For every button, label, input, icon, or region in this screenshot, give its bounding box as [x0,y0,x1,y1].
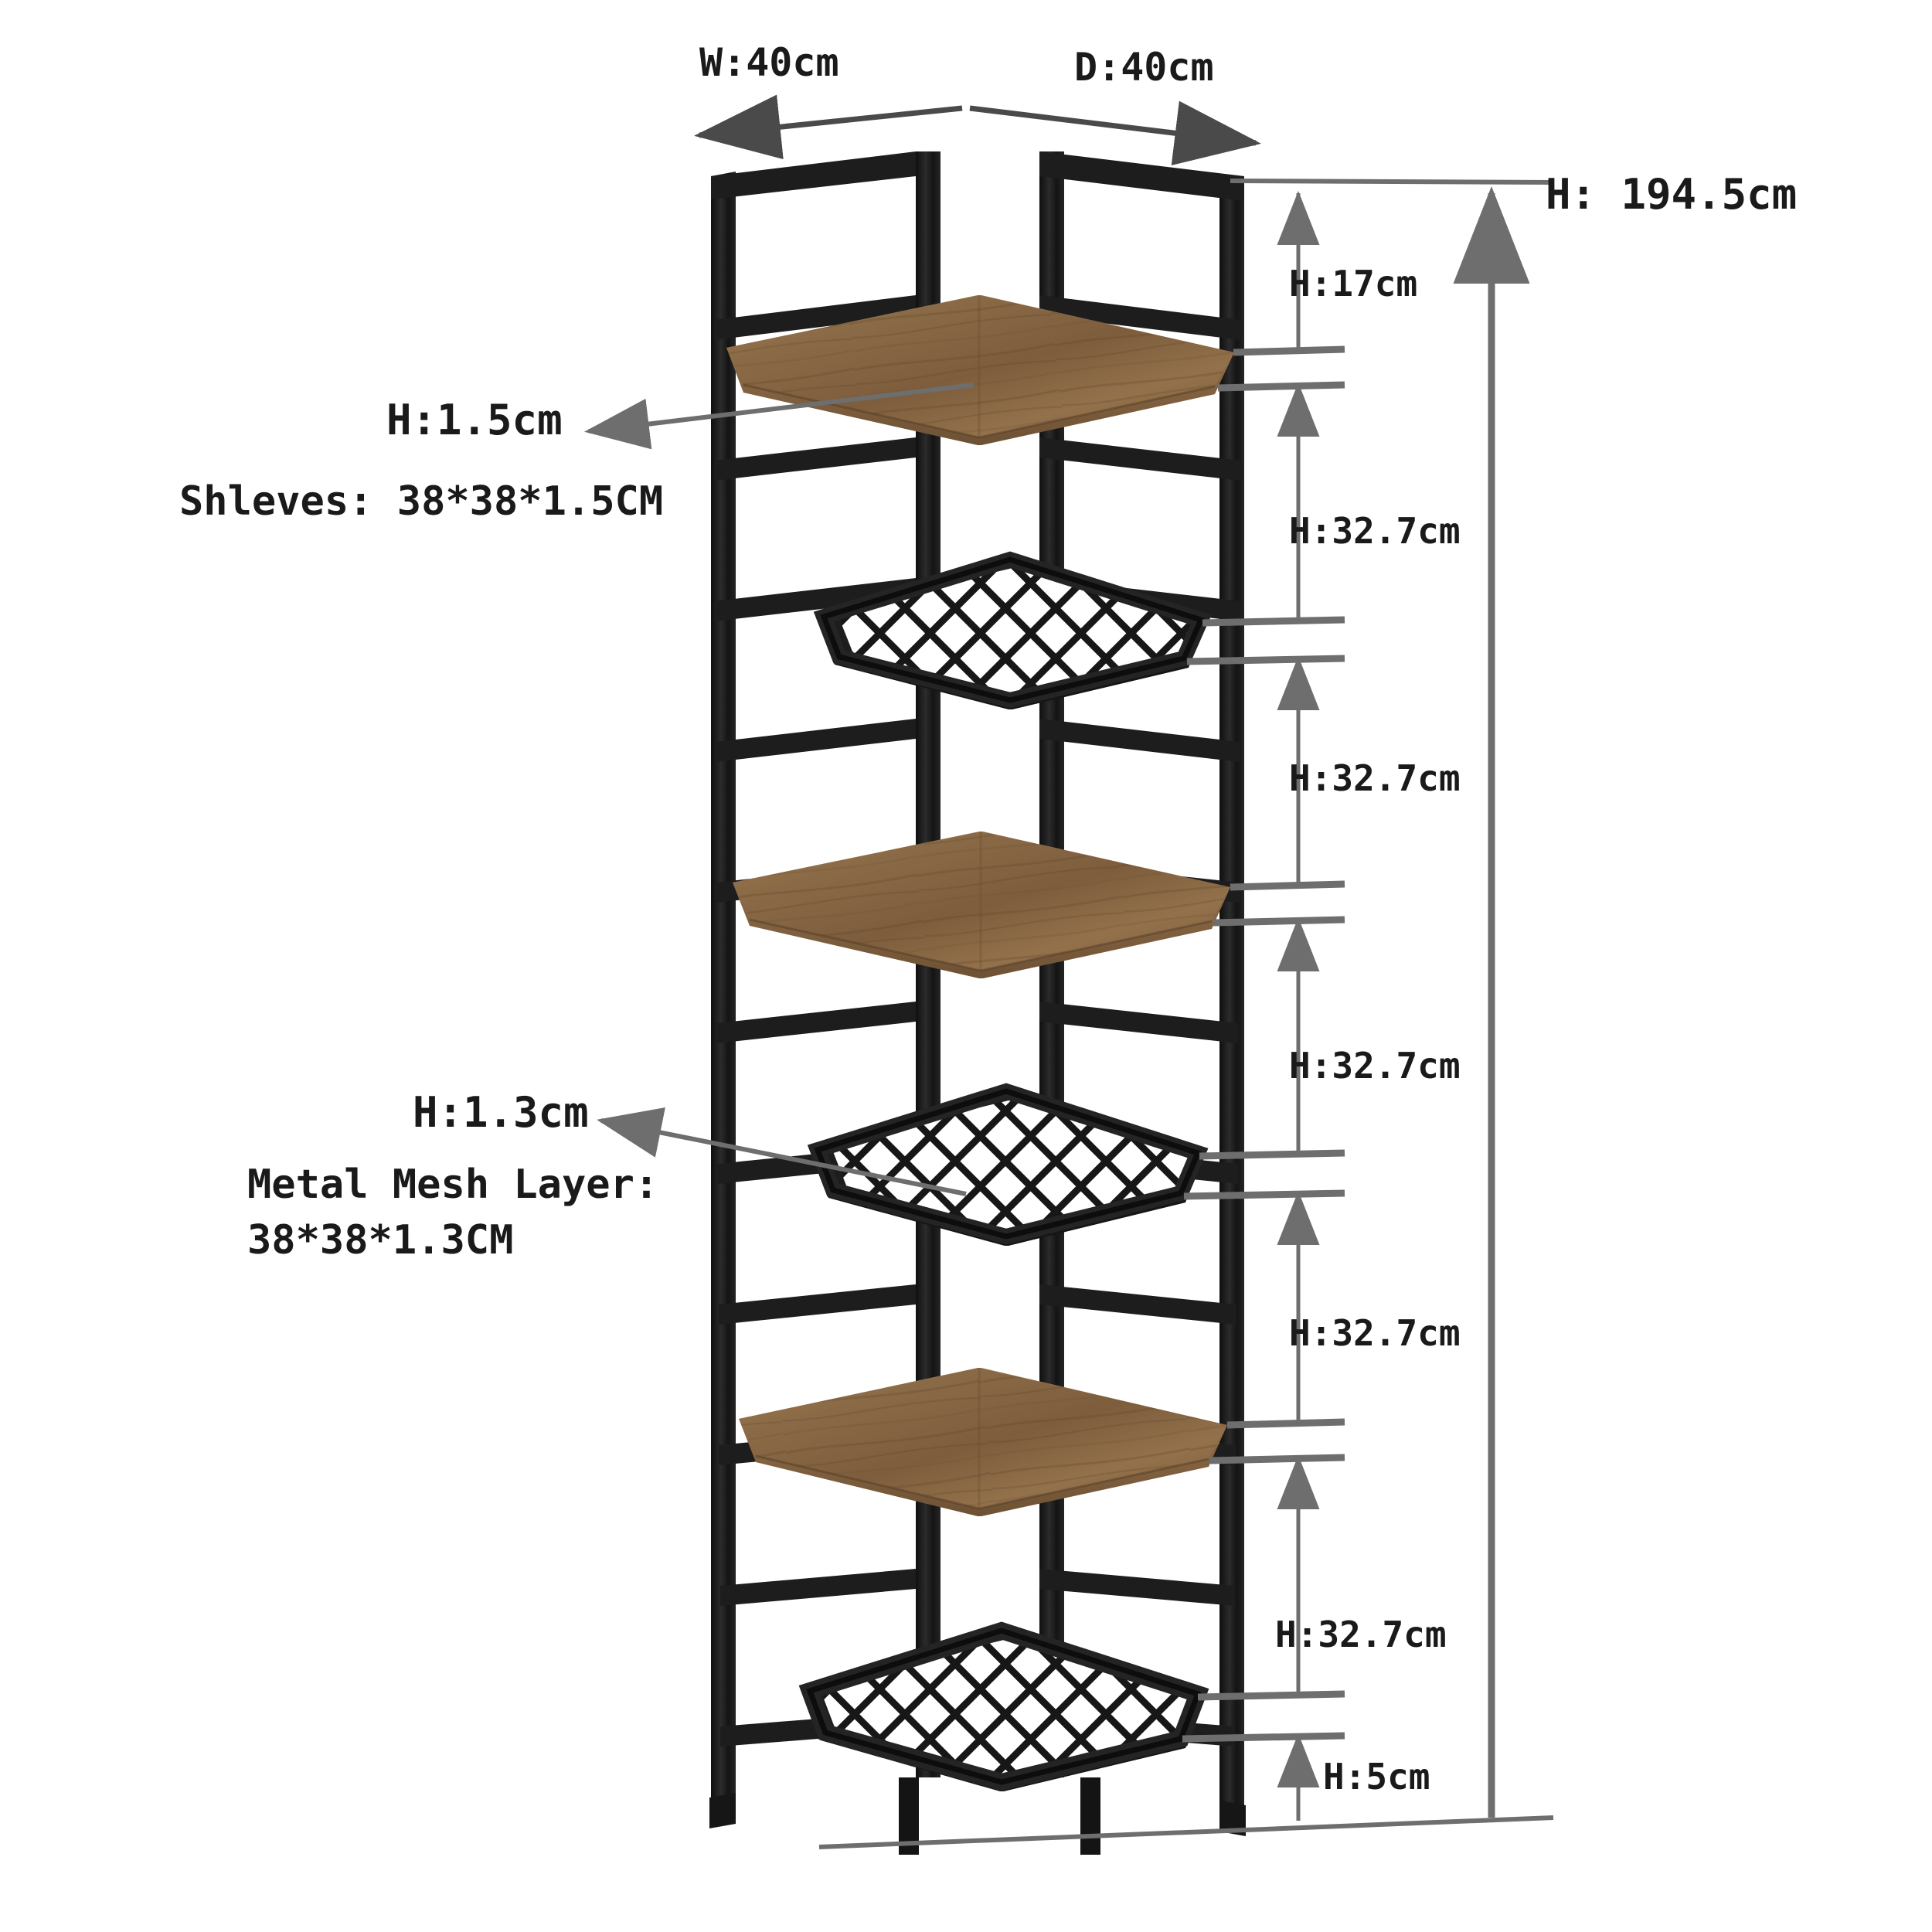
overall-height-label: H: 194.5cm [1546,170,1798,219]
top-dimension-arrows [694,94,1261,166]
shelf-2-mesh [813,551,1212,709]
shelf-6-mesh-base [798,1621,1209,1855]
right-dimension-lines [818,179,1554,1849]
mesh-thickness-label: H:1.3cm [413,1088,589,1137]
dimension-gap-2: H:32.7cm [1289,757,1461,799]
depth-label: D:40cm [1074,45,1214,90]
wood-thickness-label: H:1.5cm [386,396,563,444]
dimension-gap-foot: H:5cm [1323,1756,1430,1798]
callout-leaders [584,383,975,1196]
mesh-shelf-spec-line-1: Metal Mesh Layer: [247,1162,659,1208]
dimension-gap-3: H:32.7cm [1289,1045,1461,1087]
dimension-gap-5: H:32.7cm [1275,1614,1447,1655]
dimension-gap-top: H:17cm [1289,263,1418,304]
shelf-3-wood [733,832,1230,978]
dimension-gap-1: H:32.7cm [1289,510,1461,552]
wood-shelf-spec: Shleves: 38*38*1.5CM [179,478,664,525]
shelf-1-wood [726,295,1234,445]
width-label: W:40cm [699,40,839,85]
shelf-4-mesh [807,1083,1209,1246]
shelf-5-wood [739,1368,1227,1516]
mesh-shelf-spec-line-2: 38*38*1.3CM [247,1217,514,1264]
dimension-gap-4: H:32.7cm [1289,1312,1461,1354]
